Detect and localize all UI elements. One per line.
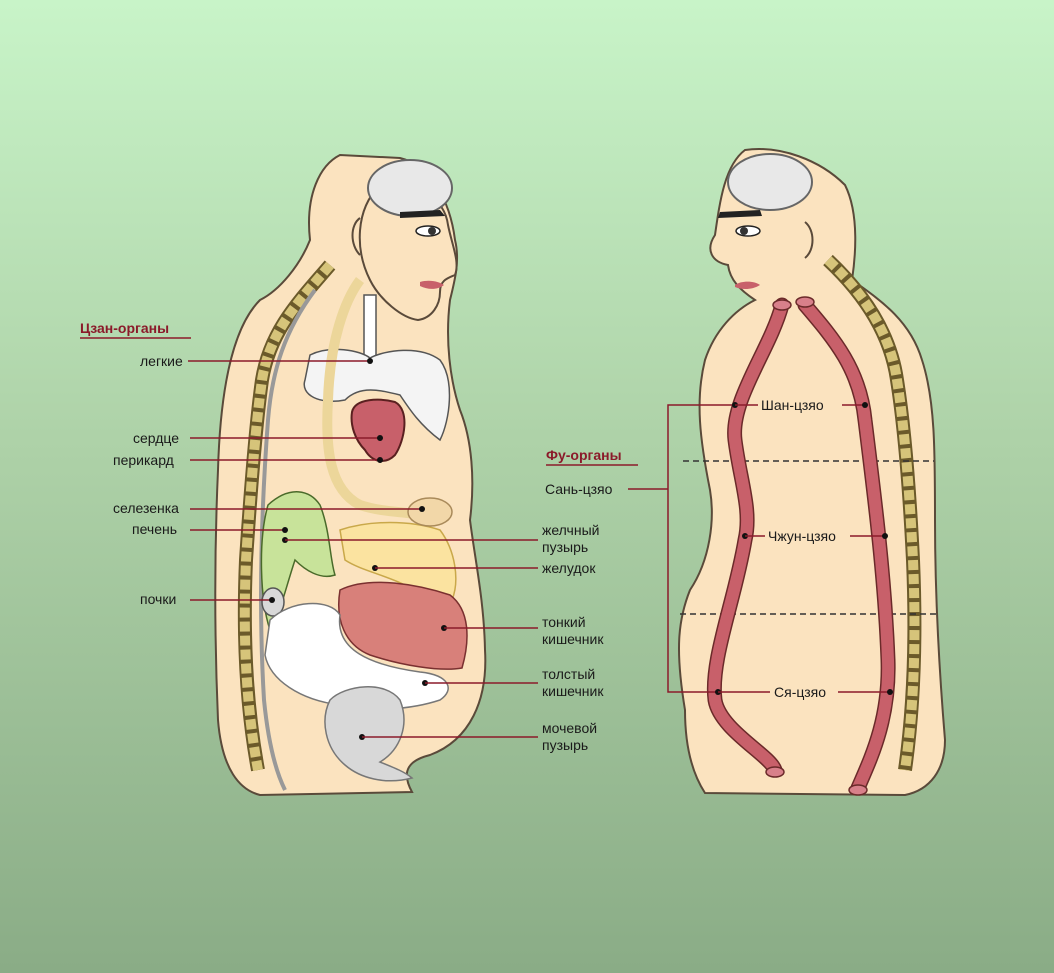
dot-lungs [367, 358, 373, 364]
label-large-intestine-1: толстый [542, 666, 595, 682]
label-spleen: селезенка [113, 500, 179, 516]
left-pupil [428, 227, 436, 235]
dot-pericardium [377, 457, 383, 463]
label-bladder-2: пузырь [542, 737, 588, 753]
dot-middle-back [882, 533, 888, 539]
label-gallbladder-1: желчный [542, 522, 599, 538]
label-stomach: желудок [542, 560, 596, 576]
label-lungs: легкие [140, 353, 183, 369]
label-small-intestine-1: тонкий [542, 614, 586, 630]
right-brain [728, 154, 812, 210]
channel-back-top [796, 297, 814, 307]
label-bladder-1: мочевой [542, 720, 597, 736]
label-zhong-jiao: Чжун-цзяо [768, 528, 836, 544]
dot-lower-back [887, 689, 893, 695]
fu-organs-header: Фу-органы [546, 447, 622, 463]
left-spleen [408, 498, 452, 526]
label-large-intestine-2: кишечник [542, 683, 604, 699]
dot-liver [282, 527, 288, 533]
left-brain [368, 160, 452, 216]
left-body-figure [215, 155, 485, 795]
dot-heart [377, 435, 383, 441]
label-shang-jiao: Шан-цзяо [761, 397, 824, 413]
right-pupil [740, 227, 748, 235]
channel-front-bottom [766, 767, 784, 777]
label-liver: печень [132, 521, 177, 537]
label-small-intestine-2: кишечник [542, 631, 604, 647]
label-gallbladder-2: пузырь [542, 539, 588, 555]
label-san-jiao: Сань-цзяо [545, 481, 613, 497]
label-xia-jiao: Ся-цзяо [774, 684, 826, 700]
channel-front-top [773, 300, 791, 310]
label-kidneys: почки [140, 591, 176, 607]
label-heart: сердце [133, 430, 179, 446]
dot-kidneys [269, 597, 275, 603]
dot-spleen [419, 506, 425, 512]
zang-organs-header: Цзан-органы [80, 320, 169, 336]
channel-back-bottom [849, 785, 867, 795]
label-pericardium: перикард [113, 452, 174, 468]
dot-upper-back [862, 402, 868, 408]
